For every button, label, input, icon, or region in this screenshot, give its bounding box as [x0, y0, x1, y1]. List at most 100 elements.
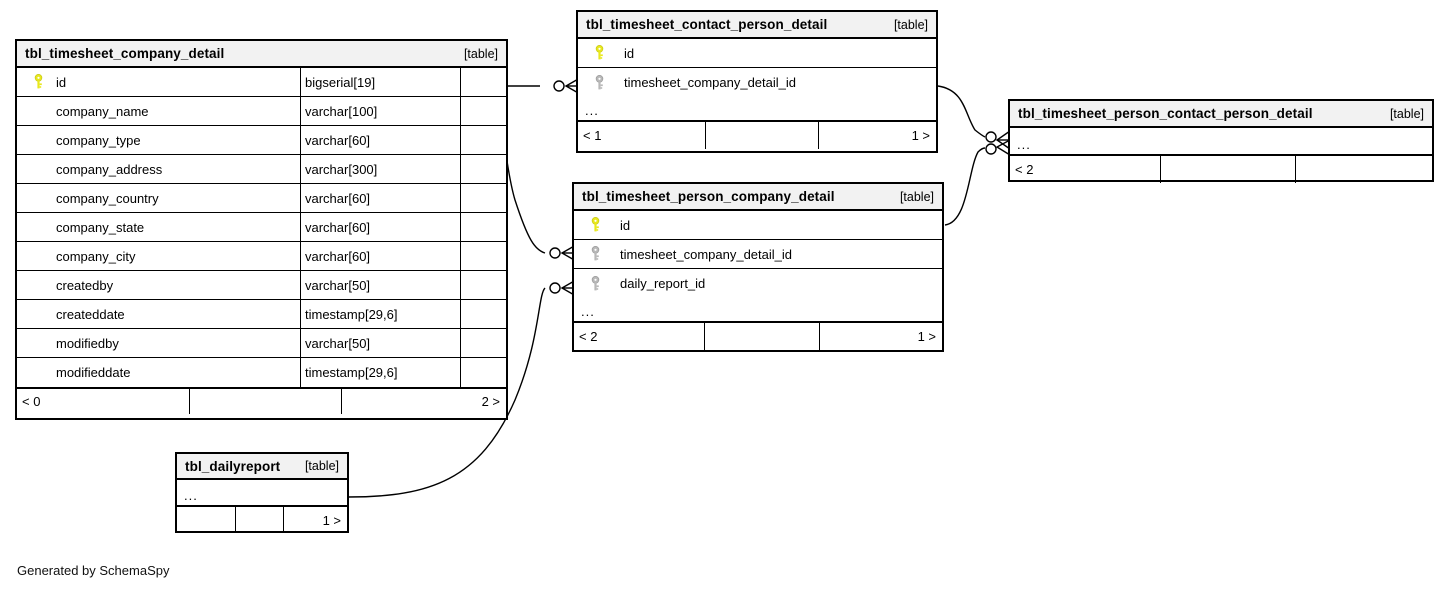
more-columns-indicator: ...: [578, 97, 936, 122]
table-type-tag: [table]: [1389, 106, 1424, 121]
column-name: createddate: [56, 306, 125, 322]
table-header: tbl_timesheet_person_contact_person_deta…: [1010, 101, 1432, 128]
table-header: tbl_timesheet_person_company_detail [tab…: [574, 184, 942, 211]
table-title: tbl_timesheet_person_contact_person_deta…: [1018, 106, 1313, 121]
column-spacer: [460, 271, 506, 299]
column-name: timesheet_company_detail_id: [624, 75, 796, 90]
table-footer: < 2: [1010, 156, 1432, 183]
table-footer: < 1 1 >: [578, 122, 936, 149]
table-row[interactable]: company_state varchar[60]: [17, 213, 506, 242]
table-row[interactable]: createddate timestamp[29,6]: [17, 300, 506, 329]
footer-child-count: 1 >: [818, 122, 936, 149]
table-type-tag: [table]: [304, 459, 339, 473]
footer-parent-count: [177, 507, 235, 533]
table-row[interactable]: id: [574, 211, 942, 240]
key-icon-yellow: [24, 74, 52, 90]
column-name: company_type: [56, 132, 141, 148]
column-spacer: [460, 155, 506, 183]
edge-person-company-to-person-contact: [944, 147, 986, 226]
column-name: company_country: [56, 190, 159, 206]
column-name: company_city: [56, 248, 136, 264]
table-row[interactable]: company_address varchar[300]: [17, 155, 506, 184]
table-row[interactable]: company_city varchar[60]: [17, 242, 506, 271]
table-type-tag: [table]: [463, 46, 498, 61]
table-row[interactable]: timesheet_company_detail_id: [574, 240, 942, 269]
key-icon-yellow: [585, 45, 613, 61]
footer-middle: [189, 389, 341, 414]
column-spacer: [460, 97, 506, 125]
table-row[interactable]: modifieddate timestamp[29,6]: [17, 358, 506, 387]
column-spacer: [460, 126, 506, 154]
table-tbl-timesheet-person-contact-person-detail[interactable]: tbl_timesheet_person_contact_person_deta…: [1008, 99, 1434, 183]
footer-child-count: 1 >: [819, 323, 942, 350]
column-type: varchar[50]: [300, 329, 460, 357]
column-type: timestamp[29,6]: [300, 300, 460, 328]
column-name: modifiedby: [56, 335, 119, 351]
footer-middle: [705, 122, 818, 149]
column-name: id: [56, 74, 67, 90]
footer-middle: [1160, 156, 1295, 183]
edge-contact-to-person-contact: [937, 85, 986, 138]
footer-parent-count: < 0: [22, 394, 41, 409]
table-header: tbl_dailyreport [table]: [177, 454, 347, 480]
generator-credit: Generated by SchemaSpy: [17, 563, 170, 578]
column-name: modifieddate: [56, 365, 131, 380]
column-spacer: [460, 184, 506, 212]
key-icon-grey: [581, 246, 609, 262]
more-columns-indicator: ...: [177, 480, 347, 507]
table-title: tbl_timesheet_company_detail: [25, 46, 225, 61]
column-type: varchar[60]: [300, 126, 460, 154]
table-title: tbl_timesheet_person_company_detail: [582, 189, 835, 204]
column-type: varchar[50]: [300, 271, 460, 299]
table-row[interactable]: modifiedby varchar[50]: [17, 329, 506, 358]
column-type: timestamp[29,6]: [300, 358, 460, 387]
column-type: varchar[60]: [300, 213, 460, 241]
column-spacer: [460, 358, 506, 387]
key-icon-yellow: [581, 217, 609, 233]
column-name: id: [624, 45, 635, 61]
table-type-tag: [table]: [893, 17, 928, 32]
column-type: bigserial[19]: [300, 68, 460, 96]
column-name: timesheet_company_detail_id: [620, 246, 792, 262]
column-name: company_state: [56, 219, 145, 235]
column-spacer: [460, 213, 506, 241]
column-spacer: [460, 329, 506, 357]
column-type: varchar[60]: [300, 242, 460, 270]
column-name: company_address: [56, 161, 163, 177]
more-columns-indicator: ...: [1010, 128, 1432, 156]
footer-child-count: 2 >: [341, 389, 506, 414]
table-title: tbl_timesheet_contact_person_detail: [586, 17, 828, 32]
table-tbl-timesheet-contact-person-detail[interactable]: tbl_timesheet_contact_person_detail [tab…: [576, 10, 938, 153]
column-spacer: [460, 68, 506, 96]
table-footer: < 2 1 >: [574, 323, 942, 350]
table-row[interactable]: daily_report_id: [574, 269, 942, 298]
footer-parent-count: < 2: [579, 329, 598, 344]
table-row[interactable]: company_name varchar[100]: [17, 97, 506, 126]
column-type: varchar[100]: [300, 97, 460, 125]
table-footer: 1 >: [177, 507, 347, 533]
key-icon-grey: [585, 74, 613, 91]
table-row[interactable]: id bigserial[19]: [17, 68, 506, 97]
table-row[interactable]: id: [578, 39, 936, 68]
table-row[interactable]: company_type varchar[60]: [17, 126, 506, 155]
footer-parent-count: < 1: [583, 128, 602, 143]
more-columns-indicator: ...: [574, 298, 942, 323]
column-name: createdby: [56, 277, 114, 293]
table-row[interactable]: company_country varchar[60]: [17, 184, 506, 213]
table-footer: < 0 2 >: [17, 387, 506, 414]
footer-child-count: [1295, 156, 1432, 183]
footer-middle: [235, 507, 283, 533]
table-tbl-timesheet-person-company-detail[interactable]: tbl_timesheet_person_company_detail [tab…: [572, 182, 944, 352]
column-name: daily_report_id: [620, 276, 706, 291]
table-type-tag: [table]: [899, 189, 934, 204]
table-tbl-dailyreport[interactable]: tbl_dailyreport [table] ... 1 >: [175, 452, 349, 533]
column-name: company_name: [56, 103, 149, 119]
column-spacer: [460, 300, 506, 328]
table-row[interactable]: timesheet_company_detail_id: [578, 68, 936, 97]
footer-child-count: 1 >: [283, 507, 347, 533]
column-name: id: [620, 217, 631, 233]
table-row[interactable]: createdby varchar[50]: [17, 271, 506, 300]
table-tbl-timesheet-company-detail[interactable]: tbl_timesheet_company_detail [table] id …: [15, 39, 508, 420]
column-type: varchar[300]: [300, 155, 460, 183]
